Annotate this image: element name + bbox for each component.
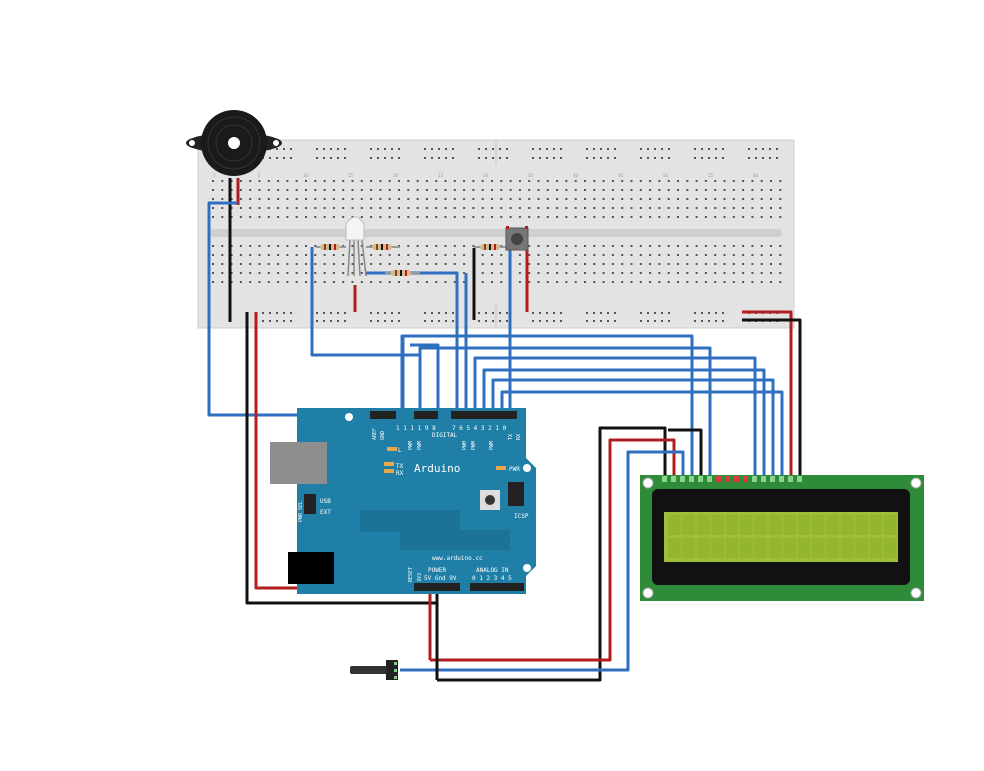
column-mark: 35 (528, 173, 534, 178)
label-analog-in: ANALOG IN (476, 567, 509, 574)
resistor-3 (385, 270, 420, 276)
label-digital: DIGITAL (432, 432, 458, 439)
label-tx: TX (508, 434, 514, 440)
column-mark: 55 (708, 173, 714, 178)
lcd-wire-red-top (742, 310, 793, 480)
column-mark: 25 (438, 173, 444, 178)
column-mark: 40 (573, 173, 579, 178)
arduino-board: Arduino www.arduino.cc DIGITAL 1 1 1 1 9… (270, 408, 536, 594)
label-pwm-1: PWM (408, 441, 414, 450)
label-ext: EXT (320, 509, 331, 516)
wire-led-blue (410, 343, 440, 415)
label-aref: AREF (372, 428, 378, 440)
wire-gnd (245, 312, 439, 605)
potentiometer (350, 660, 398, 680)
push-button (505, 226, 529, 251)
column-mark: 45 (618, 173, 624, 178)
label-gnd-top: GND (380, 431, 386, 440)
power-jack (288, 552, 334, 584)
resistor-2 (366, 244, 400, 250)
lcd-wire-3 (473, 356, 757, 480)
column-mark: 15 (348, 173, 354, 178)
column-mark: 20 (393, 173, 399, 178)
lcd-wire-1 (400, 334, 694, 480)
label-rx: RX (516, 434, 522, 440)
column-mark: 5 (258, 173, 261, 178)
label-reset: RESET (408, 567, 414, 582)
label-analog-pins: 0 1 2 3 4 5 (472, 575, 512, 582)
label-l: L (398, 447, 402, 454)
label-digital-high: 1 1 1 1 9 8 (396, 425, 436, 432)
lcd-pins (662, 476, 802, 482)
resistor-1 (316, 244, 346, 250)
lcd-wire-4 (482, 368, 766, 480)
lcd-character-grid (668, 515, 897, 558)
arduino-brand: Arduino (414, 462, 460, 475)
label-digital-low: 7 6 5 4 3 2 1 0 (452, 425, 507, 432)
label-icsp: ICSP (514, 513, 529, 520)
column-mark: 50 (663, 173, 669, 178)
label-usb: USB (320, 498, 331, 505)
arduino-url: www.arduino.cc (432, 555, 483, 562)
rgb-led (345, 216, 367, 277)
lcd-wire-black-left (437, 426, 667, 682)
label-rx-led: RX (396, 470, 404, 477)
resistor-4 (474, 244, 510, 250)
label-pwm-2: PWM (417, 441, 423, 450)
breadboard-holes (212, 148, 782, 322)
label-pwm-4: PWM (471, 441, 477, 450)
label-pwm-3: PWM (462, 441, 468, 450)
column-mark: 60 (753, 173, 759, 178)
label-power-pins: 5V Gnd 9V (424, 575, 457, 582)
lcd-wire-5 (491, 378, 775, 480)
piezo-buzzer (186, 110, 282, 176)
lcd-wire-blue-left (400, 450, 685, 672)
label-pwm-5: PWM (489, 441, 495, 450)
label-tx-led: TX (396, 463, 404, 470)
lcd-display (640, 475, 924, 601)
column-mark: 1 (213, 173, 216, 178)
lcd-wire-black-top (742, 318, 802, 480)
lcd-wire-black-rw (668, 428, 703, 480)
wires (207, 178, 802, 682)
label-power: POWER (428, 567, 446, 574)
column-mark: 10 (303, 173, 309, 178)
label-pwr: PWR (509, 466, 520, 473)
usb-connector (270, 442, 327, 484)
label-3v3: 3V3 (417, 573, 423, 582)
label-pwr-sel: PWR SEL (298, 501, 304, 522)
lcd-wire-6 (500, 390, 784, 480)
column-mark: 30 (483, 173, 489, 178)
lcd-wire-2 (418, 346, 712, 480)
resistors (316, 244, 510, 276)
